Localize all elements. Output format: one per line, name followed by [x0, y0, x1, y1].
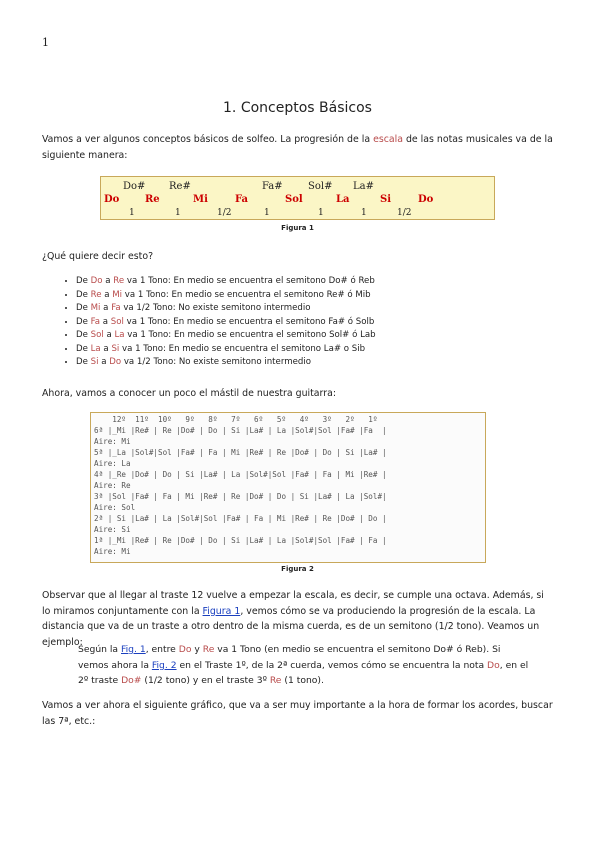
note-label: Do — [104, 194, 120, 205]
list-item-text: va 1/2 Tono: No existe semitono intermed… — [120, 303, 311, 313]
example-text: (1 tono). — [281, 675, 324, 686]
example-text: , en el 2º traste — [78, 659, 529, 687]
interval-label: 1/2 — [397, 208, 412, 218]
note-ref: Re — [269, 675, 282, 686]
note-ref: Sol — [110, 316, 124, 327]
open-note: Aire: Sol — [94, 503, 136, 512]
open-note: Aire: Re — [94, 481, 131, 490]
string-row: 6ª |_Mi |Re# | Re |Do# | Do | Si |La# | … — [94, 426, 387, 435]
figure-2-caption: Figura 2 — [281, 565, 314, 573]
list-item-text: va 1/2 Tono: No existe semitono intermed… — [121, 357, 311, 367]
intro-paragraph: Vamos a ver algunos conceptos básicos de… — [42, 132, 554, 163]
note-ref: Do — [109, 357, 122, 367]
string-row: 2ª | Si |La# | La |Sol#|Sol |Fa# | Fa | … — [94, 514, 387, 523]
note-ref: Mi — [112, 289, 123, 300]
page-title: 1. Conceptos Básicos — [223, 100, 372, 116]
list-item: De Sol a La va 1 Tono: En medio se encue… — [76, 329, 546, 343]
intro-text-2: de las notas musicales va de la siguient… — [42, 134, 553, 161]
list-item: De Si a Do va 1/2 Tono: No existe semito… — [76, 356, 546, 370]
example-text: y — [191, 644, 203, 655]
string-row: 1ª |_Mi |Re# | Re |Do# | Do | Si |La# | … — [94, 536, 387, 545]
fret-header: 12º 11º 10º 9º 8º 7º 6º 5º 4º 3º 2º 1º — [94, 415, 378, 424]
closing-paragraph: Vamos a ver ahora el siguiente gráfico, … — [42, 700, 553, 727]
list-item: De Fa a Sol va 1 Tono: En medio se encue… — [76, 316, 546, 330]
sharp-label: La# — [353, 181, 374, 192]
list-item-text: va 1 Tono: En medio se encuentra el semi… — [119, 343, 366, 354]
note-ref: Re — [90, 289, 102, 300]
page-number: 1 — [42, 36, 49, 49]
sharp-label: Do# — [123, 181, 146, 192]
figure-1-caption: Figura 1 — [281, 224, 314, 232]
note-ref: Do — [90, 276, 103, 286]
note-label: Do — [418, 194, 434, 205]
note-label: Si — [380, 194, 392, 205]
note-label: La — [336, 194, 350, 205]
example-text: va 1 Tono (en medio se encuentra el semi… — [78, 644, 501, 671]
figure-2-fretboard: 12º 11º 10º 9º 8º 7º 6º 5º 4º 3º 2º 1º 6… — [90, 412, 486, 563]
observar-text-2: , vemos cómo se va produciendo la progre… — [42, 605, 540, 648]
figura-1-link[interactable]: Figura 1 — [202, 605, 241, 617]
open-note: Aire: La — [94, 459, 131, 468]
note-label: Mi — [193, 194, 208, 205]
note-ref: La — [114, 330, 125, 340]
list-item-text: va 1 Tono: En medio se encuentra el semi… — [122, 289, 371, 300]
note-ref: La — [90, 343, 101, 354]
intro-text-1: Vamos a ver algunos conceptos básicos de… — [42, 134, 374, 145]
note-ref: Re — [113, 276, 125, 286]
sharp-label: Fa# — [262, 181, 283, 192]
note-label: Re — [145, 194, 160, 205]
fig-2-link[interactable]: Fig. 2 — [151, 659, 177, 671]
string-row: 4ª |_Re |Do# | Do | Si |La# | La |Sol#|S… — [94, 470, 387, 479]
list-item-text: va 1 Tono: En medio se encuentra el semi… — [123, 316, 375, 327]
example-text: en el Traste 1º, de la 2ª cuerda, vemos … — [176, 659, 488, 671]
example-text: (1/2 tono) y en el traste 3º — [141, 675, 270, 686]
question-text: ¿Qué quiere decir esto? — [42, 251, 154, 262]
fig-1-link[interactable]: Fig. 1 — [121, 644, 146, 655]
note-ref: Mi — [90, 303, 101, 313]
sharp-label: Re# — [169, 181, 191, 192]
string-row: 5ª |_La |Sol#|Sol |Fa# | Fa | Mi |Re# | … — [94, 448, 387, 457]
open-note: Aire: Si — [94, 525, 131, 534]
sharp-label: Sol# — [308, 181, 333, 192]
list-item: De La a Si va 1 Tono: En medio se encuen… — [76, 343, 546, 357]
interval-label: 1 — [264, 208, 270, 218]
list-item-text: va 1 Tono: En medio se encuentra el semi… — [124, 330, 376, 340]
observar-text-1: Observar que al llegar al traste 12 vuel… — [42, 590, 544, 617]
note-label: Sol — [285, 194, 303, 205]
open-note: Aire: Mi — [94, 547, 131, 556]
string-row: 3ª |Sol |Fa# | Fa | Mi |Re# | Re |Do# | … — [94, 492, 387, 501]
example-text: , entre — [145, 644, 179, 655]
note-ref: Do — [178, 644, 192, 655]
example-paragraph: Según la Fig. 1, entre Do y Re va 1 Tono… — [78, 642, 533, 689]
interval-label: 1 — [129, 208, 135, 218]
open-note: Aire: Mi — [94, 437, 131, 446]
interval-label: 1/2 — [217, 208, 232, 218]
interval-label: 1 — [318, 208, 324, 218]
escala-highlight: escala — [373, 134, 403, 145]
interval-list: De Do a Re va 1 Tono: En medio se encuen… — [62, 275, 546, 370]
list-item: De Mi a Fa va 1/2 Tono: No existe semito… — [76, 302, 546, 316]
note-ref: Sol — [90, 330, 104, 340]
list-item-text: va 1 Tono: En medio se encuentra el semi… — [124, 276, 375, 286]
list-item: De Re a Mi va 1 Tono: En medio se encuen… — [76, 289, 546, 303]
note-ref: Fa — [111, 303, 121, 313]
observar-paragraph: Observar que al llegar al traste 12 vuel… — [42, 588, 554, 650]
note-ref: Si — [90, 357, 99, 367]
note-ref: Do# — [121, 675, 142, 686]
note-ref: Re — [202, 644, 215, 655]
note-label: Fa — [235, 194, 249, 205]
note-ref: Fa — [90, 316, 101, 327]
example-text: Según la — [78, 644, 121, 655]
note-ref: Do — [487, 659, 500, 671]
ahora-text: Ahora, vamos a conocer un poco el mástil… — [42, 388, 336, 399]
note-ref: Si — [111, 343, 120, 354]
figure-1-scale: Do# Re# Fa# Sol# La# Do Re Mi Fa Sol La … — [100, 176, 495, 220]
interval-label: 1 — [175, 208, 181, 218]
interval-label: 1 — [361, 208, 367, 218]
list-item: De Do a Re va 1 Tono: En medio se encuen… — [76, 275, 546, 289]
